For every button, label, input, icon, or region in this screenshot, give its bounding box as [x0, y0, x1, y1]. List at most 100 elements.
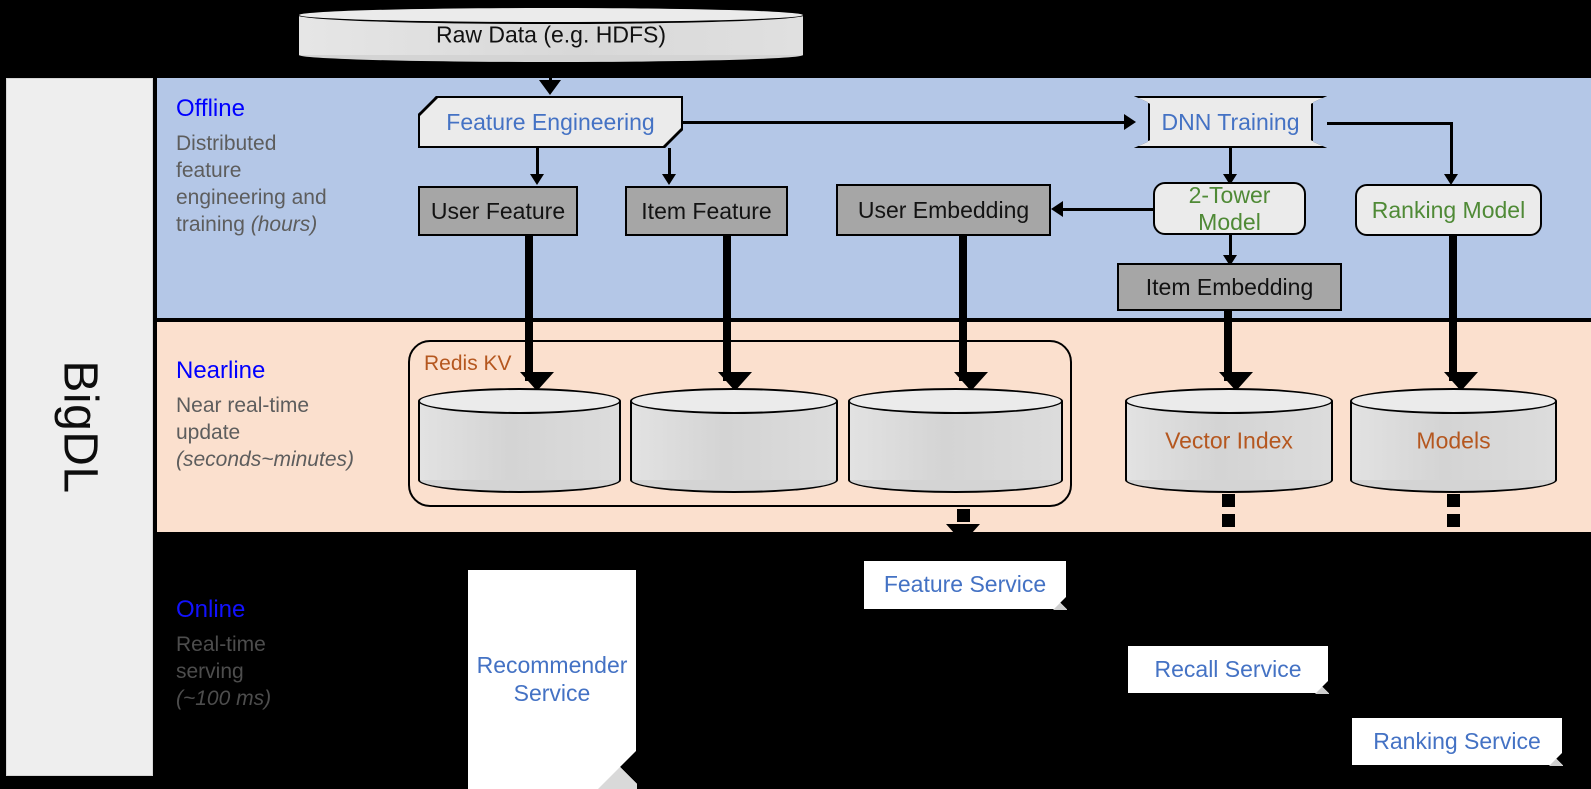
page-fold-icon: [1315, 680, 1329, 694]
online-description: Real-time serving (~100 ms): [176, 632, 401, 713]
arrowhead-userfeature-store: [520, 372, 554, 391]
ranking-service-node[interactable]: Ranking Service: [1352, 718, 1563, 766]
vector-index-cylinder[interactable]: Vector Index: [1125, 388, 1333, 493]
ranking-model-label: Ranking Model: [1371, 196, 1526, 223]
connector-userembedding-store: [959, 236, 967, 381]
nearline-desc-emph: (seconds~minutes): [176, 448, 354, 472]
node-fill: [1136, 98, 1325, 146]
arrowhead-itemfeature-store: [718, 372, 752, 391]
raw-data-label: Raw Data (e.g. HDFS): [435, 21, 667, 48]
connector-vectorindex-recall-dash2: [1222, 514, 1235, 527]
ranking-model-node[interactable]: Ranking Model: [1355, 184, 1542, 236]
online-caption: Online Real-time serving (~100 ms): [176, 596, 401, 713]
offline-desc-l1: Distributed: [176, 132, 277, 156]
cylinder-top: [418, 388, 621, 414]
connector-fe-itemfeature: [668, 148, 671, 178]
recall-service-node[interactable]: Recall Service: [1128, 646, 1329, 694]
connector-models-ranking-dash1: [1447, 494, 1460, 507]
cylinder-top: [848, 388, 1063, 414]
recommender-service-node[interactable]: Recommender Service: [468, 570, 637, 789]
nearline-caption: Nearline Near real-time update (seconds~…: [176, 357, 401, 474]
redis-kv-container: [408, 340, 1072, 507]
recommender-service-label-l1: Recommender: [476, 651, 628, 678]
connector-vectorindex-recall-dash1: [1222, 494, 1235, 507]
user-feature-node[interactable]: User Feature: [418, 186, 578, 236]
bigdl-sidebar: BigDL: [6, 78, 153, 776]
arrowhead-fe-userfeature: [530, 174, 544, 185]
item-embedding-node[interactable]: Item Embedding: [1117, 263, 1342, 311]
online-desc-l1: Real-time: [176, 633, 266, 657]
redis-kv-label: Redis KV: [424, 352, 512, 375]
user-embedding-node[interactable]: User Embedding: [836, 184, 1051, 236]
offline-description: Distributed feature engineering and trai…: [176, 131, 401, 239]
offline-desc-l3: engineering and: [176, 186, 327, 210]
connector-itemfeature-store: [723, 236, 731, 381]
online-desc-l2: serving: [176, 660, 244, 684]
two-tower-model-node[interactable]: 2-Tower Model: [1153, 182, 1306, 235]
node-fill: [420, 98, 681, 146]
feature-service-node[interactable]: Feature Service: [864, 561, 1067, 610]
cylinder-body: [1125, 401, 1333, 480]
offline-desc-l2: feature: [176, 159, 242, 183]
arrowhead-rawdata-fe: [539, 80, 561, 95]
arrowhead-dnn-2tower: [1223, 174, 1237, 185]
online-desc-emph: (~100 ms): [176, 687, 272, 711]
cylinder-top: [630, 388, 838, 414]
arrowhead-redis-featureservice: [946, 524, 980, 543]
arrowhead-userembedding-store: [954, 372, 988, 391]
connector-dnn-ranking-h: [1327, 122, 1452, 125]
user-embedding-label: User Embedding: [857, 196, 1030, 223]
models-label: Models: [1416, 427, 1491, 453]
arrowhead-itemembedding-vectorindex: [1219, 372, 1253, 391]
cylinder-top: [297, 6, 805, 24]
offline-caption: Offline Distributed feature engineering …: [176, 95, 401, 239]
cylinder-top: [1125, 388, 1333, 414]
connector-models-ranking-dash2: [1447, 514, 1460, 527]
page-fold-icon: [1549, 752, 1563, 766]
page-fold-icon: [597, 750, 637, 789]
connector-fe-dnn: [683, 121, 1126, 124]
offline-desc-emph: (hours): [250, 213, 318, 237]
feature-engineering-label: Feature Engineering: [446, 108, 655, 135]
nearline-title: Nearline: [176, 357, 266, 384]
dnn-training-node[interactable]: DNN Training: [1134, 96, 1327, 148]
user-feature-label: User Feature: [430, 197, 566, 224]
nearline-description: Near real-time update (seconds~minutes): [176, 393, 401, 474]
page-fold-icon: [1053, 596, 1067, 610]
item-feature-store-cylinder[interactable]: [630, 388, 838, 493]
item-embedding-label: Item Embedding: [1145, 273, 1314, 300]
models-cylinder[interactable]: Models: [1350, 388, 1557, 493]
arrowhead-rankingmodel-models: [1444, 372, 1478, 391]
cylinder-body: [418, 401, 621, 480]
connector-rankingmodel-models: [1449, 236, 1457, 381]
arrowhead-fe-itemfeature: [662, 174, 676, 185]
arrowhead-2tower-userembedding: [1051, 201, 1063, 217]
arrowhead-2tower-itemembedding: [1223, 255, 1237, 266]
connector-fe-userfeature: [536, 148, 539, 178]
connector-2tower-itemembedding: [1229, 235, 1232, 261]
nearline-desc-l1: Near real-time: [176, 394, 310, 418]
cylinder-body: [630, 401, 838, 480]
dnn-training-label: DNN Training: [1161, 108, 1300, 135]
nearline-desc-l2: update: [176, 421, 241, 445]
bigdl-label: BigDL: [53, 360, 106, 494]
arrowhead-fe-dnn: [1124, 114, 1136, 130]
ranking-service-label: Ranking Service: [1373, 727, 1541, 754]
connector-userfeature-store: [525, 236, 533, 381]
user-feature-store-cylinder[interactable]: [418, 388, 621, 493]
offline-title: Offline: [176, 95, 245, 122]
user-embedding-store-cylinder[interactable]: [848, 388, 1063, 493]
arrowhead-dnn-ranking: [1444, 174, 1458, 185]
connector-redis-featureservice-dash: [957, 509, 970, 522]
online-title: Online: [176, 596, 246, 623]
connector-2tower-userembedding: [1063, 208, 1155, 211]
connector-dnn-2tower: [1229, 148, 1232, 178]
item-feature-label: Item Feature: [641, 197, 772, 224]
raw-data-store: Raw Data (e.g. HDFS): [297, 6, 805, 64]
feature-engineering-node[interactable]: Feature Engineering: [418, 96, 683, 148]
item-feature-node[interactable]: Item Feature: [625, 186, 788, 236]
cylinder-body: [848, 401, 1063, 480]
feature-service-label: Feature Service: [883, 571, 1047, 598]
connector-rawdata-fe: [549, 64, 552, 86]
